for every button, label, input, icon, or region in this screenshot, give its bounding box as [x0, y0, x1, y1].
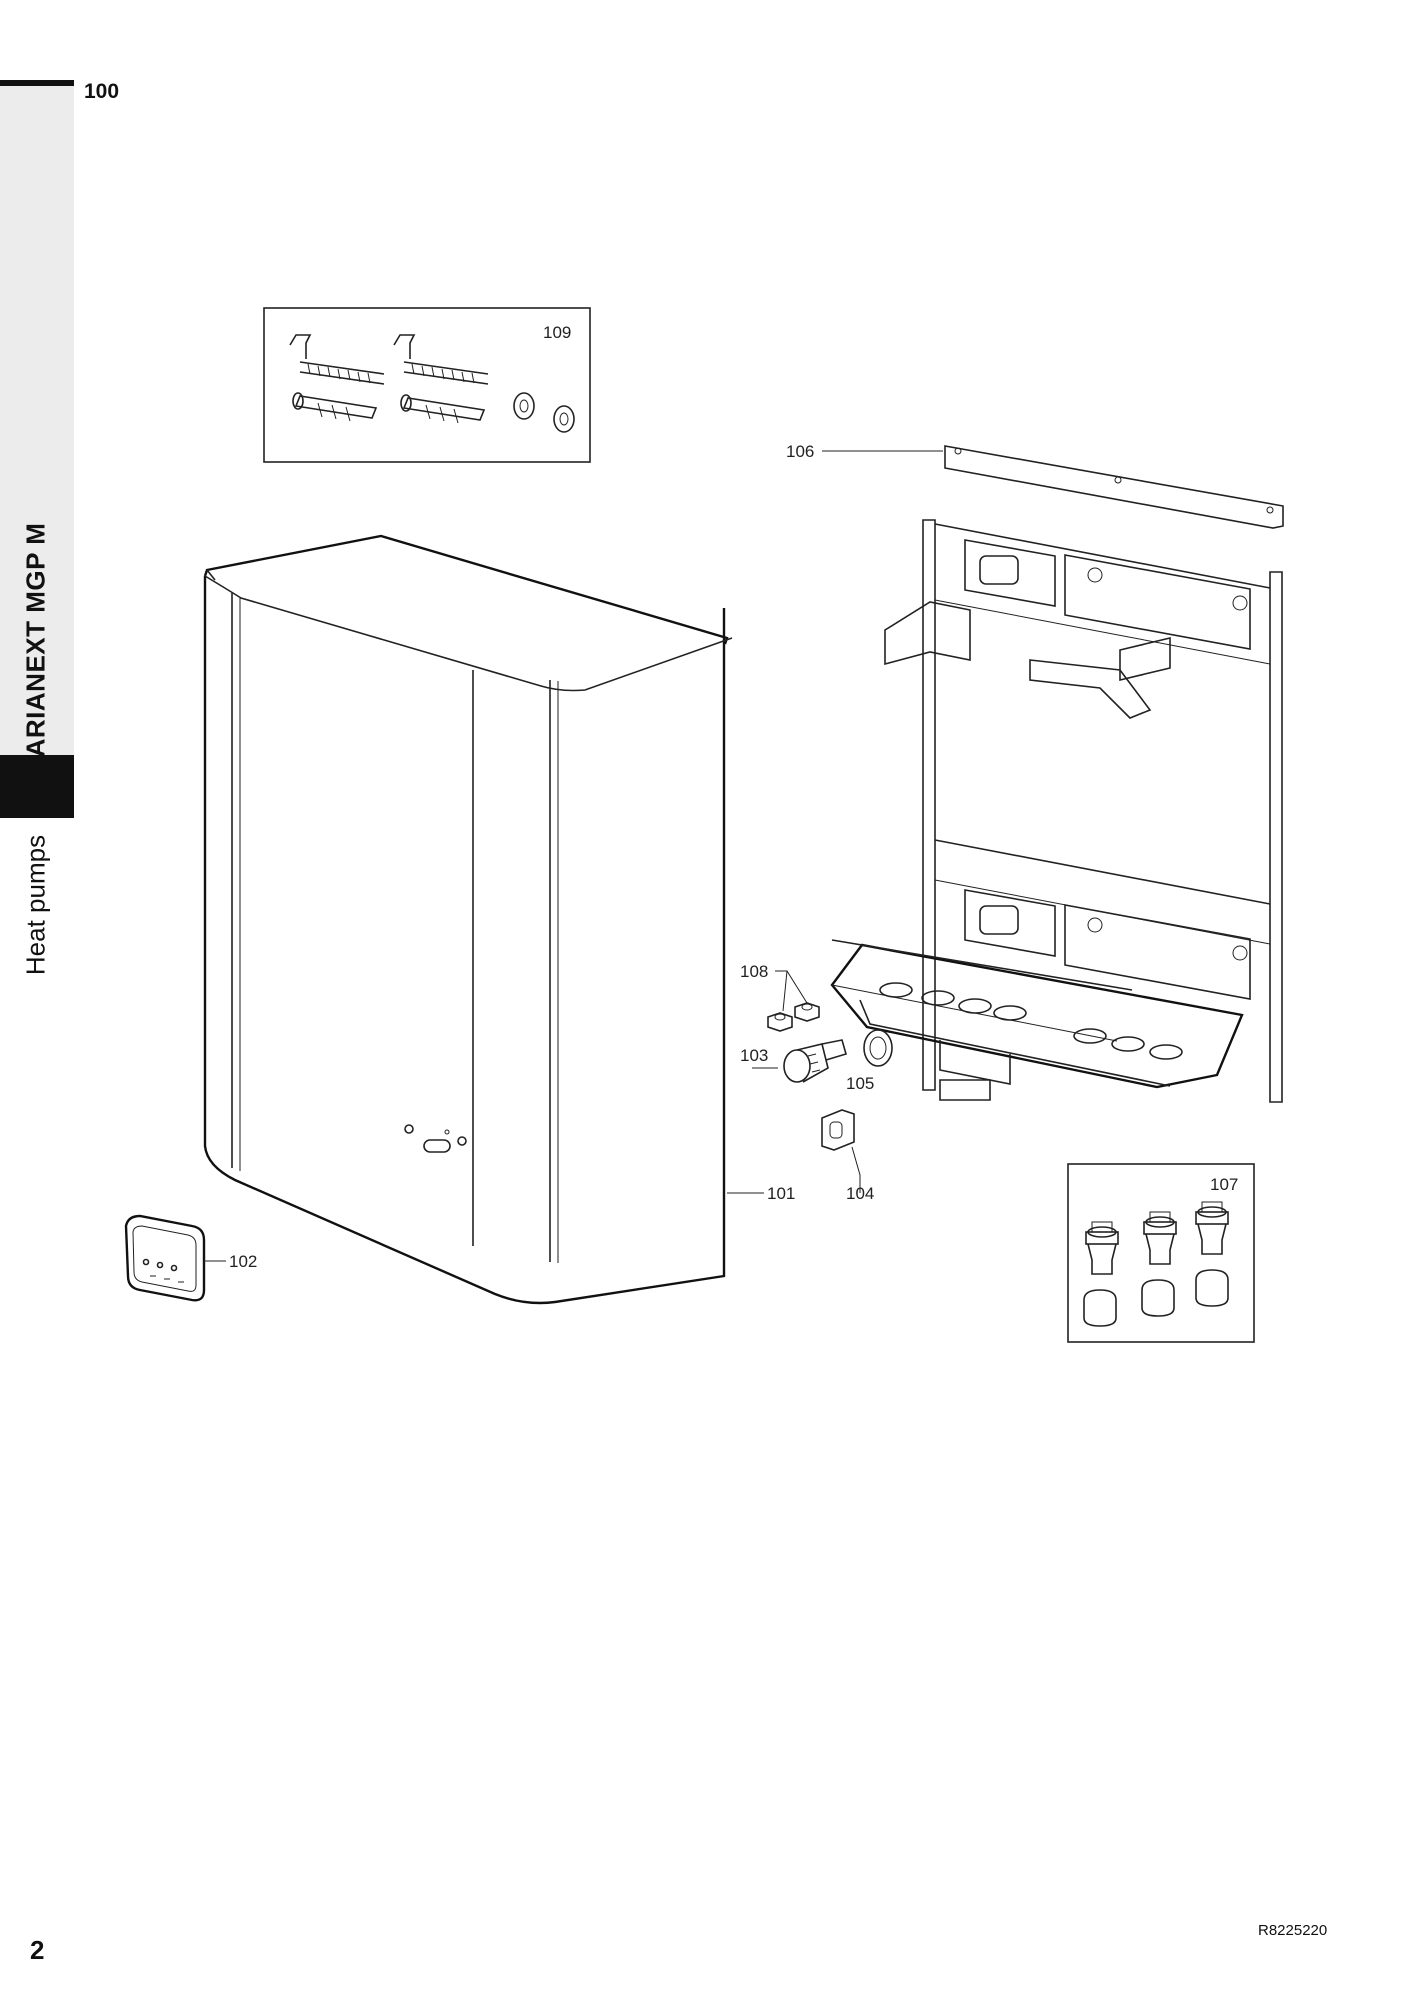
rear-frame [830, 519, 1283, 1103]
callout-103: 103 [740, 1046, 768, 1065]
reference-code: R8225220 [1258, 1922, 1328, 1939]
page-number: 2 [30, 1935, 45, 1965]
header-rule [0, 80, 74, 86]
callout-101: 101 [767, 1184, 795, 1203]
caps [1083, 1269, 1229, 1327]
support-arm [884, 601, 1171, 719]
sensor-103 [783, 1039, 847, 1083]
cable-clamp-104 [821, 1109, 861, 1193]
upper-panel [964, 539, 1251, 650]
casing-101 [203, 534, 733, 1305]
wall-plug-2 [400, 394, 486, 424]
callout-105: 105 [846, 1074, 874, 1093]
kit-109-box [263, 307, 591, 463]
control-panel-102 [124, 1214, 206, 1302]
hook-screw-2 [393, 334, 489, 385]
sidebar-marker [0, 755, 74, 818]
fitting-2 [1143, 1211, 1177, 1265]
nuts-108 [767, 970, 820, 1032]
wall-plug-1 [292, 392, 378, 422]
callout-106: 106 [786, 442, 814, 461]
callout-108: 108 [740, 962, 768, 981]
base-tray [830, 939, 1244, 1101]
callout-102: 102 [229, 1252, 257, 1271]
washers [513, 392, 575, 433]
lower-panel [964, 889, 1251, 1000]
fitting-1 [1085, 1221, 1119, 1275]
callout-109: 109 [543, 323, 571, 342]
section-number: 100 [84, 80, 120, 103]
fitting-3 [1195, 1201, 1229, 1255]
callout-104: 104 [846, 1184, 874, 1203]
pipe-ring-105 [863, 1029, 893, 1067]
wall-bracket-106 [944, 445, 1284, 529]
sidebar-band [0, 80, 74, 755]
callout-107: 107 [1210, 1175, 1238, 1194]
kit-107-box [1067, 1163, 1255, 1343]
hook-screw-1 [289, 334, 385, 385]
